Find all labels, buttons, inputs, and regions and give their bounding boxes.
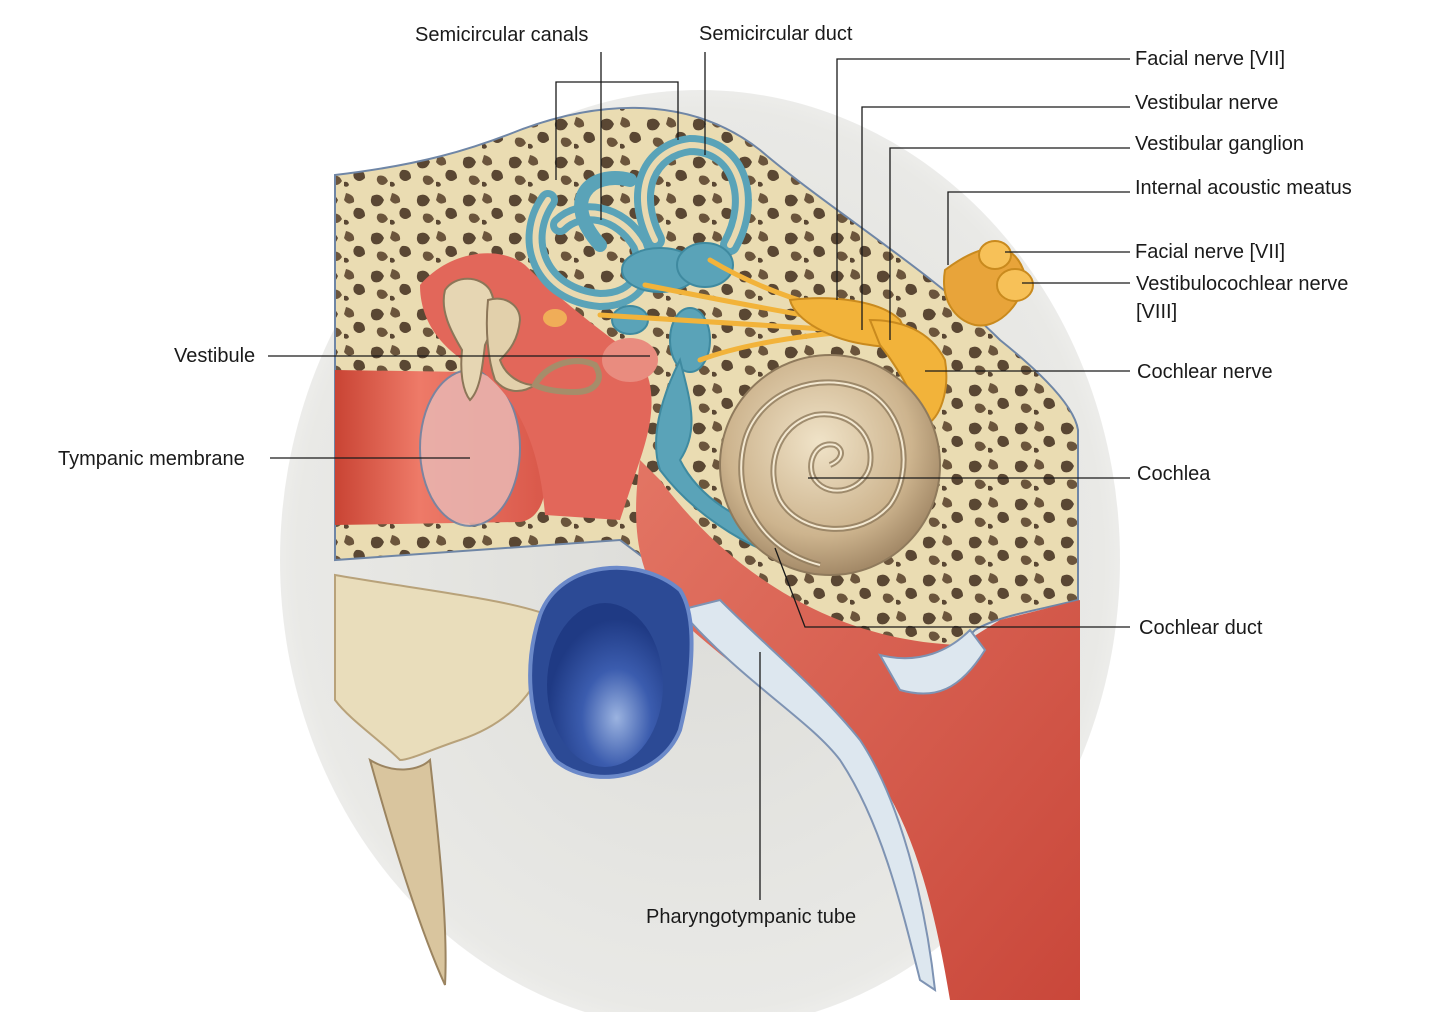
label-semicircular-duct: Semicircular duct: [699, 23, 853, 45]
label-facial-nerve-lower: Facial nerve [VII]: [1135, 241, 1286, 263]
round-window: [543, 309, 567, 327]
malleus: [442, 277, 496, 402]
vein-lumen: [547, 603, 663, 767]
label-vestibulocochlear-nerve: Vestibulocochlear nerve: [1136, 273, 1349, 295]
stapes: [530, 358, 602, 396]
label-vestibulocochlear-nerve-numeral: [VIII]: [1136, 301, 1178, 323]
label-vestibule: Vestibule: [174, 345, 256, 367]
cochlea-shape: [719, 354, 941, 576]
cochlear-nerve-shape: [868, 318, 948, 427]
label-vestibular-ganglion: Vestibular ganglion: [1135, 133, 1305, 155]
styloid-process: [368, 757, 447, 986]
label-internal-acoustic-meatus: Internal acoustic meatus: [1135, 177, 1352, 199]
label-facial-nerve-top: Facial nerve [VII]: [1135, 48, 1286, 70]
label-cochlea: Cochlea: [1137, 463, 1211, 485]
tube-cartilage: [678, 598, 937, 993]
label-vestibular-nerve: Vestibular nerve: [1135, 92, 1279, 114]
vestibule-space: [602, 338, 658, 382]
incus: [485, 297, 539, 392]
label-semicircular-canals: Semicircular canals: [415, 24, 589, 46]
label-cochlear-duct: Cochlear duct: [1139, 617, 1263, 639]
pharyngotympanic-tube-shape: [636, 460, 1080, 1000]
label-pharyngotympanic-tube: Pharyngotympanic tube: [646, 906, 857, 928]
tube-wall-right: [877, 628, 987, 695]
label-tympanic-membrane: Tympanic membrane: [58, 448, 245, 470]
label-cochlear-nerve: Cochlear nerve: [1137, 361, 1273, 383]
lower-bone: [334, 573, 562, 762]
leader-lines: [268, 52, 1130, 900]
meatus-nerve-stumps: [943, 240, 1034, 327]
